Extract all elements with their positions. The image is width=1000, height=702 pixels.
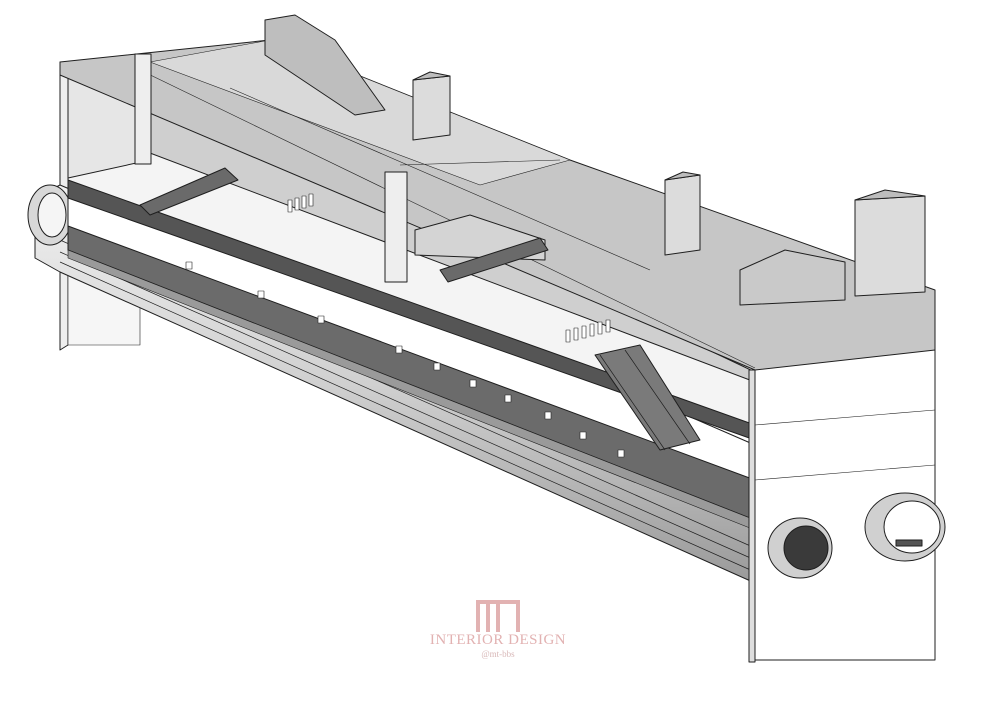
column <box>134 53 152 165</box>
vent-shaft-2 <box>664 174 701 256</box>
right-end-floor-line <box>754 464 936 481</box>
left-tunnel-opening <box>37 192 67 238</box>
escalator-upper <box>139 167 239 216</box>
roof-seam <box>139 69 756 369</box>
platform-screen-doors <box>185 261 625 458</box>
vent-shaft-1 <box>412 75 451 141</box>
tunnel-rib <box>59 261 756 573</box>
escalator-lower <box>594 344 701 451</box>
roof-seam <box>399 159 561 166</box>
watermark: INTERIOR DESIGN @mt-bbs <box>418 598 578 664</box>
watermark-handle: @mt-bbs <box>481 649 515 659</box>
right-end-floor-line <box>754 409 936 426</box>
vent-shaft-3 <box>854 195 926 297</box>
track-bed <box>895 539 923 547</box>
entrance-canopy-1 <box>264 14 386 116</box>
vent-shaft-3-top <box>854 189 926 201</box>
column <box>384 171 408 283</box>
escalator-middle <box>439 237 549 283</box>
vent-shaft-2-top <box>664 171 701 181</box>
ticket-gates-1 <box>287 193 314 213</box>
right-end-wall-edge <box>748 369 756 663</box>
vent-shaft-1-top <box>412 71 451 81</box>
tunnel-rib <box>59 251 756 561</box>
escalator-handrail <box>624 349 691 445</box>
escalator-handrail <box>599 354 666 451</box>
entrance-canopy-2 <box>739 249 846 306</box>
roof-seam <box>229 87 651 271</box>
mt-logo-icon <box>476 600 520 632</box>
ticket-gates-2 <box>565 319 611 343</box>
tunnel-portal-right-a-opening <box>783 525 829 571</box>
watermark-brand: INTERIOR DESIGN <box>429 632 567 648</box>
